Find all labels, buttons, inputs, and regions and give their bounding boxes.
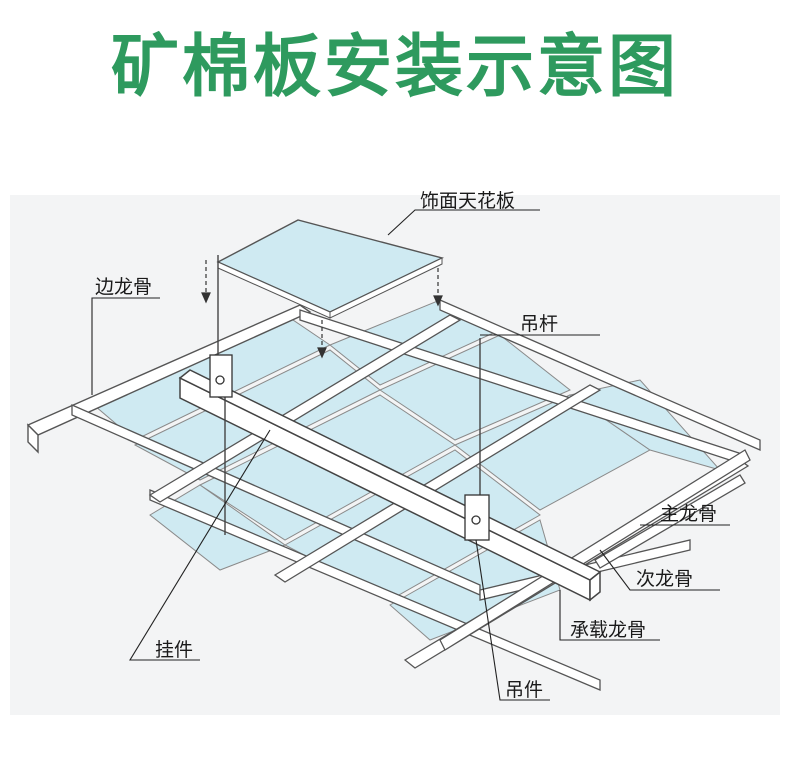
label-suspension-rod: 吊杆 [520, 313, 558, 335]
hanger-brackets [209, 354, 490, 541]
edge-keel [26, 304, 312, 454]
bearing-keel [178, 369, 602, 602]
label-hanger-clip: 挂件 [155, 639, 193, 661]
label-main-keel: 主龙骨 [660, 503, 717, 525]
label-hanger: 吊件 [505, 679, 543, 701]
page-title: 矿棉板安装示意图 [110, 28, 679, 107]
label-secondary-keel: 次龙骨 [636, 568, 693, 590]
leader-lines [91, 209, 730, 701]
label-edge-keel: 边龙骨 [95, 276, 152, 298]
secondary-tees [148, 314, 751, 669]
installation-arrows [201, 260, 443, 359]
label-bearing-keel: 承载龙骨 [570, 619, 646, 641]
label-ceiling-panel: 饰面天花板 [420, 190, 515, 212]
